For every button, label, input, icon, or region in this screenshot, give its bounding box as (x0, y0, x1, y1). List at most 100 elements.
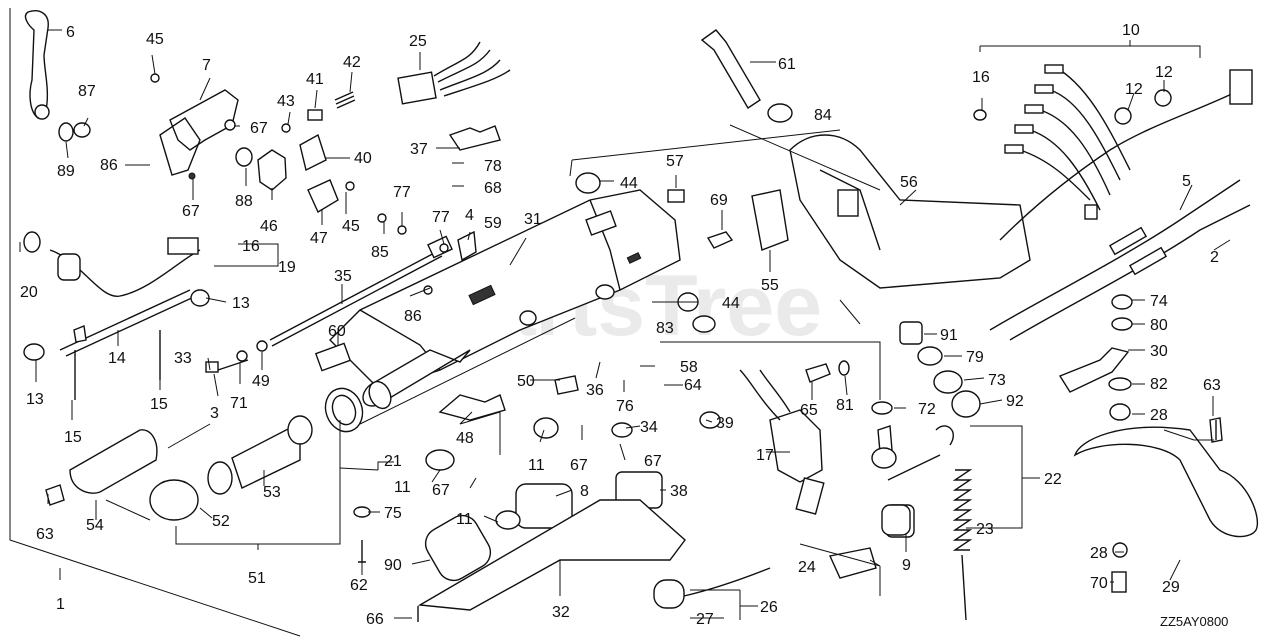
callout-74: 74 (1150, 293, 1168, 310)
callout-37: 37 (410, 141, 428, 158)
callout-20: 20 (20, 284, 38, 301)
callout-16a: 16 (972, 69, 990, 86)
callout-61: 61 (778, 56, 796, 73)
callout-15a: 15 (150, 396, 168, 413)
callout-7: 7 (202, 57, 211, 74)
callout-77b: 77 (432, 209, 450, 226)
callout-86b: 86 (404, 308, 422, 325)
callout-15b: 15 (64, 429, 82, 446)
callout-55: 55 (761, 277, 779, 294)
callout-72: 72 (918, 401, 936, 418)
callout-63a: 63 (1203, 377, 1221, 394)
callout-56: 56 (900, 174, 918, 191)
callout-85: 85 (371, 244, 389, 261)
parts-artwork (23, 10, 1258, 622)
callout-83: 83 (656, 320, 674, 337)
callout-24: 24 (798, 559, 816, 576)
callout-86a: 86 (100, 157, 118, 174)
callout-91: 91 (940, 327, 958, 344)
part-61-bolt (700, 29, 761, 109)
callout-6: 6 (66, 24, 75, 41)
part-53 (231, 427, 301, 489)
callout-87: 87 (78, 83, 96, 100)
callout-42: 42 (343, 54, 361, 71)
callout-30: 30 (1150, 343, 1168, 360)
callout-36: 36 (586, 382, 604, 399)
callout-27: 27 (696, 611, 714, 628)
callout-57: 57 (666, 153, 684, 170)
callout-50: 50 (517, 373, 535, 390)
part-7-bracket (169, 89, 239, 151)
callout-31: 31 (524, 211, 542, 228)
callout-90: 90 (384, 557, 402, 574)
callout-67e: 67 (432, 482, 450, 499)
callout-82: 82 (1150, 376, 1168, 393)
callout-71: 71 (230, 395, 248, 412)
callout-29: 29 (1162, 579, 1180, 596)
callout-labels: 6 45 7 87 67 89 86 88 67 46 25 43 41 42 … (20, 22, 1221, 628)
leader-lines (19, 29, 1231, 620)
callout-26: 26 (760, 599, 778, 616)
callout-63b: 63 (36, 526, 54, 543)
callout-62: 62 (350, 577, 368, 594)
part-55-block (751, 189, 789, 251)
callout-76: 76 (616, 398, 634, 415)
part-5-cable (989, 179, 1241, 331)
callout-13a: 13 (232, 295, 250, 312)
callout-13b: 13 (26, 391, 44, 408)
callout-23: 23 (976, 521, 994, 538)
callout-79: 79 (966, 349, 984, 366)
callout-89: 89 (57, 163, 75, 180)
callout-35: 35 (334, 268, 352, 285)
callout-34: 34 (640, 419, 658, 436)
callout-33: 33 (174, 350, 192, 367)
callout-88: 88 (235, 193, 253, 210)
callout-92: 92 (1006, 393, 1024, 410)
callout-41: 41 (306, 71, 324, 88)
callout-47: 47 (310, 230, 328, 247)
callout-54: 54 (86, 517, 104, 534)
callout-78: 78 (484, 158, 502, 175)
callout-11c: 11 (456, 511, 473, 528)
callout-38: 38 (670, 483, 688, 500)
part-23-spring (952, 469, 973, 551)
callout-1: 1 (56, 596, 65, 613)
callout-10: 10 (1122, 22, 1140, 39)
callout-77a: 77 (393, 184, 411, 201)
callout-9: 9 (902, 557, 911, 574)
callout-25: 25 (409, 33, 427, 50)
callout-28a: 28 (1150, 407, 1168, 424)
callout-67c: 67 (570, 457, 588, 474)
part-29-stop-bar (1073, 426, 1258, 538)
callout-67d: 67 (644, 453, 662, 470)
callout-17: 17 (756, 447, 774, 464)
callout-44b: 44 (722, 295, 740, 312)
callout-65: 65 (800, 402, 818, 419)
part-56-housing (789, 134, 1031, 289)
callout-39: 39 (716, 415, 734, 432)
callout-75: 75 (384, 505, 402, 522)
callout-49: 49 (252, 373, 270, 390)
callout-12b: 12 (1155, 64, 1173, 81)
part-2-cable (1009, 204, 1251, 341)
callout-2: 2 (1210, 249, 1219, 266)
callout-45a: 45 (146, 31, 164, 48)
callout-70: 70 (1090, 575, 1108, 592)
callout-19: 19 (278, 259, 296, 276)
part-47 (307, 179, 339, 214)
callout-5: 5 (1182, 173, 1191, 190)
part-46 (257, 149, 287, 191)
part-10-harness (999, 64, 1253, 241)
callout-69: 69 (710, 192, 728, 209)
callout-64: 64 (684, 377, 702, 394)
part-54-grip (69, 429, 158, 494)
callout-48: 48 (456, 430, 474, 447)
callout-81: 81 (836, 397, 854, 414)
callout-3: 3 (210, 405, 219, 422)
part-6-lever (24, 10, 49, 119)
callout-66: 66 (366, 611, 384, 628)
callout-22: 22 (1044, 471, 1062, 488)
callout-8: 8 (580, 483, 589, 500)
callout-14: 14 (108, 350, 126, 367)
callout-11b: 11 (394, 479, 411, 496)
